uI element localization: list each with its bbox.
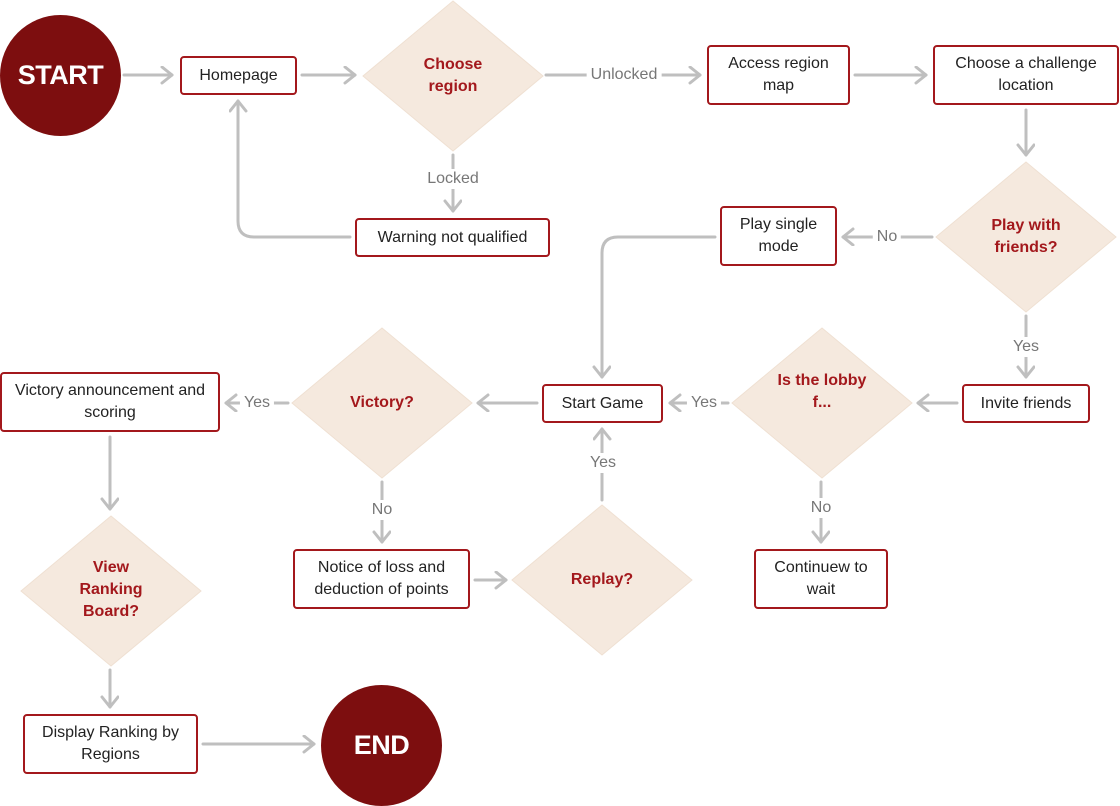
edge-label-replay-yes: Yes — [585, 453, 621, 473]
victory-diamond — [291, 327, 473, 479]
replay-diamond — [511, 504, 693, 656]
edge-play-single-start-game — [602, 235, 717, 379]
edge-label-victory-no: No — [367, 500, 397, 520]
victory-label: Victory? — [350, 394, 414, 411]
warning-box: Warning not qualified — [355, 218, 550, 257]
edge-label-lobby-no: No — [806, 498, 836, 518]
edge-label-locked: Locked — [423, 169, 483, 189]
edge-label-friends-yes: Yes — [1008, 337, 1044, 357]
edge-label-unlocked: Unlocked — [586, 65, 662, 85]
play-with-friends-label: Play with friends? — [991, 217, 1061, 256]
lobby-label: Is the lobby f... — [777, 372, 867, 411]
view-ranking-label: View Ranking Board? — [79, 559, 143, 620]
replay-label: Replay? — [570, 571, 634, 588]
notice-loss-box: Notice of loss and deduction of points — [293, 549, 470, 609]
invite-friends-box: Invite friends — [962, 384, 1090, 423]
start-game-box: Start Game — [542, 384, 663, 423]
homepage-box: Homepage — [180, 56, 297, 95]
play-with-friends-diamond — [935, 161, 1117, 313]
choose-region-diamond — [362, 0, 544, 152]
end-node: END — [321, 685, 442, 806]
start-node: START — [0, 15, 121, 136]
view-ranking-diamond — [20, 515, 202, 667]
choose-challenge-box: Choose a challenge location — [933, 45, 1119, 105]
victory-announcement-box: Victory announcement and scoring — [0, 372, 220, 432]
edge-label-lobby-yes: Yes — [686, 393, 722, 413]
display-ranking-box: Display Ranking by Regions — [23, 714, 198, 774]
choose-region-label: Choose region — [423, 56, 483, 95]
play-single-box: Play single mode — [720, 206, 837, 266]
lobby-diamond — [731, 327, 913, 479]
continue-wait-box: Continuew to wait — [754, 549, 888, 609]
edge-warning-homepage — [238, 99, 352, 239]
edge-label-friends-no: No — [872, 227, 902, 247]
edge-label-victory-yes: Yes — [239, 393, 275, 413]
access-region-map-box: Access region map — [707, 45, 850, 105]
